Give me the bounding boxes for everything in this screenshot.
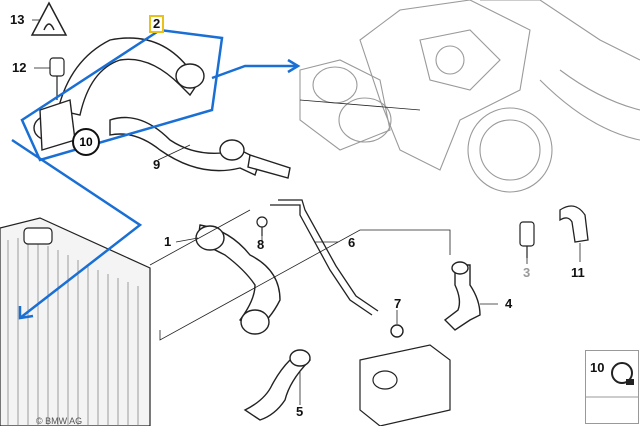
label-1[interactable]: 1 (164, 234, 172, 249)
legend-box: 10 (585, 350, 639, 424)
watermark: © BMW AG (36, 416, 83, 426)
hose-2 (33, 37, 205, 151)
warning-sign-13 (30, 1, 68, 36)
pipe-6 (270, 199, 379, 316)
sensor-3 (519, 221, 535, 258)
hose-9 (109, 116, 291, 179)
label-8[interactable]: 8 (257, 237, 265, 252)
label-6[interactable]: 6 (348, 235, 356, 250)
bleed-valve-12 (49, 57, 65, 100)
label-10-circled[interactable]: 10 (72, 128, 100, 156)
leader-lines (32, 19, 581, 405)
label-13[interactable]: 13 (10, 12, 25, 27)
radiator (0, 217, 151, 426)
clip-11 (559, 205, 589, 243)
hose-5 (243, 349, 311, 421)
label-3[interactable]: 3 (523, 265, 531, 280)
label-2-highlighted[interactable]: 2 (149, 15, 165, 33)
washer-7 (390, 324, 404, 338)
label-11[interactable]: 11 (571, 265, 585, 280)
hose-1 (195, 224, 281, 335)
legend-clamp-icon (586, 362, 638, 398)
label-4[interactable]: 4 (505, 296, 513, 311)
label-7[interactable]: 7 (394, 296, 402, 311)
highlight-frame (11, 28, 301, 320)
label-5[interactable]: 5 (296, 404, 304, 419)
oil-cooler (359, 344, 451, 426)
label-12[interactable]: 12 (12, 60, 27, 75)
engine-block (299, 0, 640, 193)
bolt-8 (256, 216, 268, 236)
label-9[interactable]: 9 (153, 157, 161, 172)
legend-part-number: 10 (590, 360, 605, 375)
hose-4 (443, 261, 481, 331)
